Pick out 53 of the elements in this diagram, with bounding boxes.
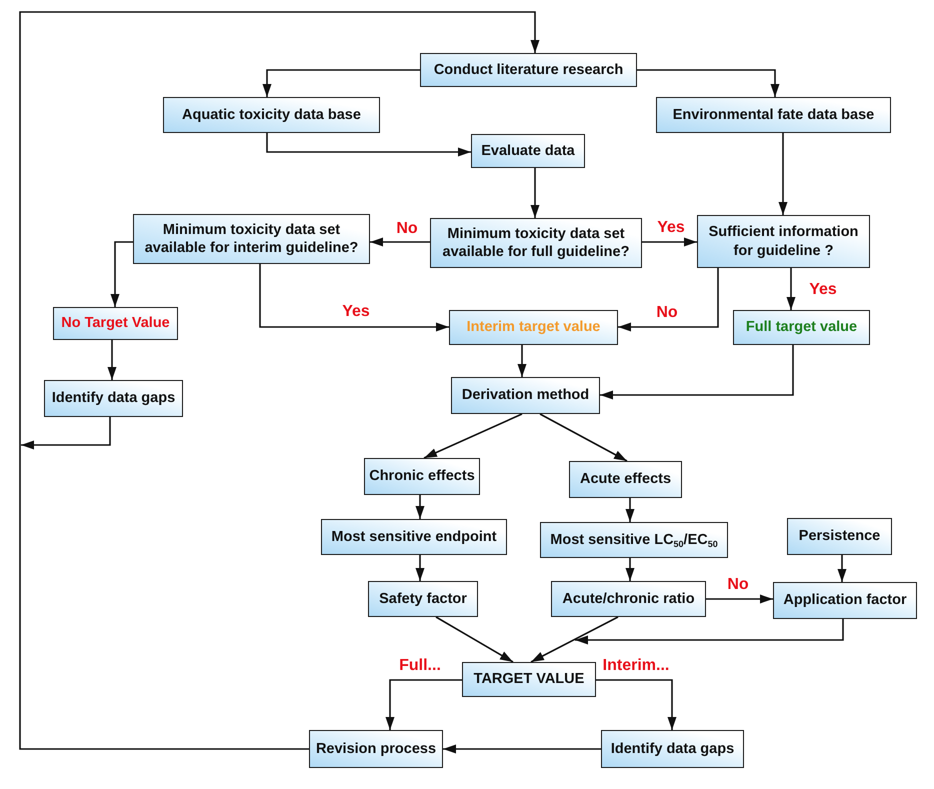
- process-box: Acute/chronic ratio: [551, 581, 706, 617]
- process-box: Revision process: [309, 730, 443, 768]
- arrow: [110, 241, 133, 307]
- arrow: [838, 555, 846, 582]
- arrow: [416, 495, 424, 519]
- arrow: [530, 616, 618, 663]
- arrow: [370, 238, 430, 246]
- arrow: [424, 413, 522, 459]
- arrow: [436, 616, 514, 663]
- process-box: Most sensitive LC$_{50}$/EC$_{50}$: [540, 522, 728, 558]
- arrow: [108, 340, 116, 380]
- outcome-box: No Target Value: [53, 307, 178, 340]
- arrow: [618, 268, 719, 332]
- arrow: [596, 679, 676, 730]
- arrow: [642, 238, 697, 246]
- process-box: Acute effects: [569, 461, 682, 498]
- arrow: [540, 413, 628, 462]
- arrow: [19, 11, 540, 750]
- arrow: [530, 168, 540, 218]
- process-box: Conduct literature research: [420, 53, 637, 87]
- arrow: [600, 345, 794, 400]
- decision-box: Minimum toxicity data set available for full guideline?: [430, 218, 642, 268]
- outcome-box: TARGET VALUE: [462, 662, 596, 697]
- process-box: Chronic effects: [364, 458, 480, 495]
- arrow: [266, 133, 471, 156]
- arrow: [262, 69, 420, 97]
- outcome-box: Full target value: [733, 310, 870, 345]
- arrow: [386, 679, 462, 730]
- decision-box: Sufficient information for guideline ?: [697, 215, 870, 268]
- arrow: [626, 498, 634, 522]
- arrow: [778, 133, 788, 215]
- arrow: [706, 594, 773, 604]
- arrow: [575, 619, 844, 644]
- process-box: Most sensitive endpoint: [321, 519, 507, 555]
- arrow: [21, 417, 111, 450]
- arrow: [786, 268, 796, 310]
- process-box: Identify data gaps: [44, 380, 183, 417]
- process-box: Aquatic toxicity data base: [163, 97, 380, 133]
- arrow: [518, 345, 526, 377]
- process-box: Safety factor: [368, 581, 478, 617]
- process-box: Identify data gaps: [601, 730, 744, 768]
- arrow: [443, 744, 601, 754]
- arrow: [259, 264, 449, 332]
- process-box: Derivation method: [451, 377, 600, 414]
- process-box: Environmental fate data base: [656, 97, 891, 133]
- arrow: [637, 69, 780, 97]
- arrow: [626, 558, 634, 581]
- outcome-box: Interim target value: [449, 310, 618, 345]
- process-box: Application factor: [773, 582, 917, 619]
- arrow: [416, 555, 424, 581]
- process-box: Persistence: [787, 518, 892, 555]
- decision-box: Minimum toxicity data set available for interim guideline?: [133, 214, 370, 264]
- process-box: Evaluate data: [471, 134, 585, 168]
